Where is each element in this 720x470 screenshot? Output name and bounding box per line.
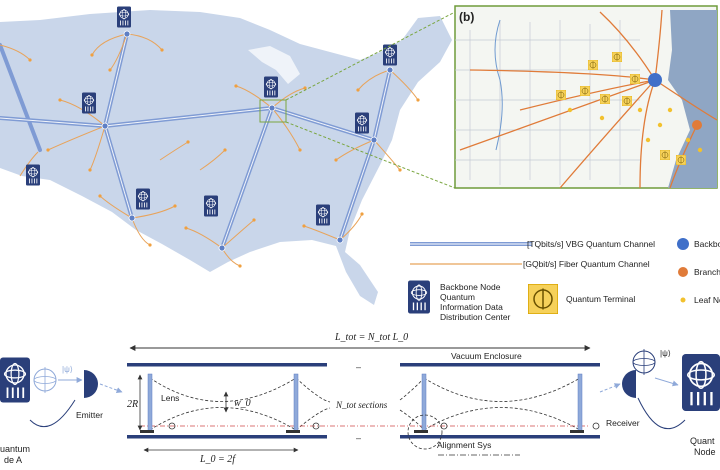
alignment-label: Alignment Sys (437, 440, 491, 450)
backbone-junctions (101, 30, 394, 252)
bloch-sphere-b: |ψ⟩ (632, 349, 671, 375)
dash-top: – (356, 362, 361, 372)
legend-leaf-dot (680, 297, 686, 303)
panel-b: (b) (454, 5, 718, 189)
legend-node-line3: Information Data (440, 302, 503, 312)
lens-mounts (140, 430, 584, 433)
enclosure-bottom-left (127, 435, 327, 439)
l0-label: L_0 = 2f (199, 454, 236, 465)
us-map (0, 6, 456, 305)
legend-vbg-label: [TQbits/s] VBG Quantum Channel (527, 239, 655, 249)
receiver-label: Receiver (606, 418, 640, 428)
legend-node-line4: Distribution Center (440, 312, 511, 322)
legend-vbg: [TQbits/s] VBG Quantum Channel (410, 239, 655, 249)
leaf-nodes (28, 48, 420, 268)
us-map-shape (0, 10, 452, 305)
legend-fiber-label: [GQbit/s] Fiber Quantum Channel (523, 259, 650, 269)
legend-backbone-node: Backbone Node Quantum Information Data D… (408, 280, 511, 322)
panel-b-leaves (567, 107, 703, 153)
legend-fiber: [GQbit/s] Fiber Quantum Channel (410, 259, 650, 269)
panel-b-backbone-node (648, 73, 662, 87)
emitter-label: Emitter (76, 410, 103, 420)
alignment-markers (168, 422, 600, 430)
legend-terminal-label: Quantum Terminal (566, 294, 635, 304)
emitter (84, 370, 98, 398)
alignment-circle (407, 414, 443, 450)
node-b-label-2: Node (694, 447, 716, 457)
vbg-setup: uantum de A |ψ⟩ Emitter L_tot = N_tot L_… (0, 332, 720, 465)
legend-node-line1: Backbone Node (440, 282, 501, 292)
two-r-label: 2R (127, 399, 138, 410)
enclosure-top-left (127, 363, 327, 367)
dash-bottom: – (356, 433, 361, 443)
n-tot-sections-label: N_tot sections (335, 400, 388, 410)
panel-b-river (494, 19, 503, 151)
gaussian-beam (149, 377, 581, 431)
zoom-region (259, 99, 287, 123)
quantum-terminal-icon (528, 284, 558, 314)
enclosure-top-right (400, 363, 600, 367)
vacuum-enclosure-label: Vacuum Enclosure (451, 351, 522, 361)
panel-b-branch-node (692, 120, 702, 130)
legend: [TQbits/s] VBG Quantum Channel [GQbit/s]… (408, 238, 720, 322)
legend-backbone-dot (677, 238, 689, 250)
fiber-channels (0, 33, 419, 267)
legend-backbone-label: Backbone (694, 239, 720, 249)
legend-branch-dot (678, 267, 688, 277)
node-a-label-1: uantum (0, 444, 30, 454)
panel-b-lake (668, 10, 717, 188)
receiver (622, 370, 636, 398)
bloch-sphere-a: |ψ⟩ (33, 365, 73, 393)
node-b-icon (682, 352, 720, 413)
legend-terminal: Quantum Terminal (528, 284, 635, 314)
quantum-node-a: uantum de A (0, 356, 30, 465)
panel-b-label: (b) (459, 10, 474, 24)
psi-b: |ψ⟩ (660, 349, 671, 358)
lens-label: Lens (161, 393, 179, 403)
backbone-node-icon (408, 280, 430, 314)
node-a-icon (0, 356, 30, 404)
legend-branch-label: Branch N (694, 267, 720, 277)
w0-label: w_0 (234, 398, 251, 409)
l-tot-label: L_tot = N_tot L_0 (334, 332, 408, 343)
quantum-node-b: Quant Node (682, 352, 720, 457)
great-lakes (248, 46, 300, 84)
legend-node-line2: Quantum (440, 292, 475, 302)
psi-a: |ψ⟩ (62, 365, 73, 374)
legend-leaf-label: Leaf Node (694, 295, 720, 305)
node-b-label-1: Quant (690, 436, 715, 446)
node-a-label-2: de A (4, 455, 22, 465)
enclosure-bottom-right (400, 435, 600, 439)
